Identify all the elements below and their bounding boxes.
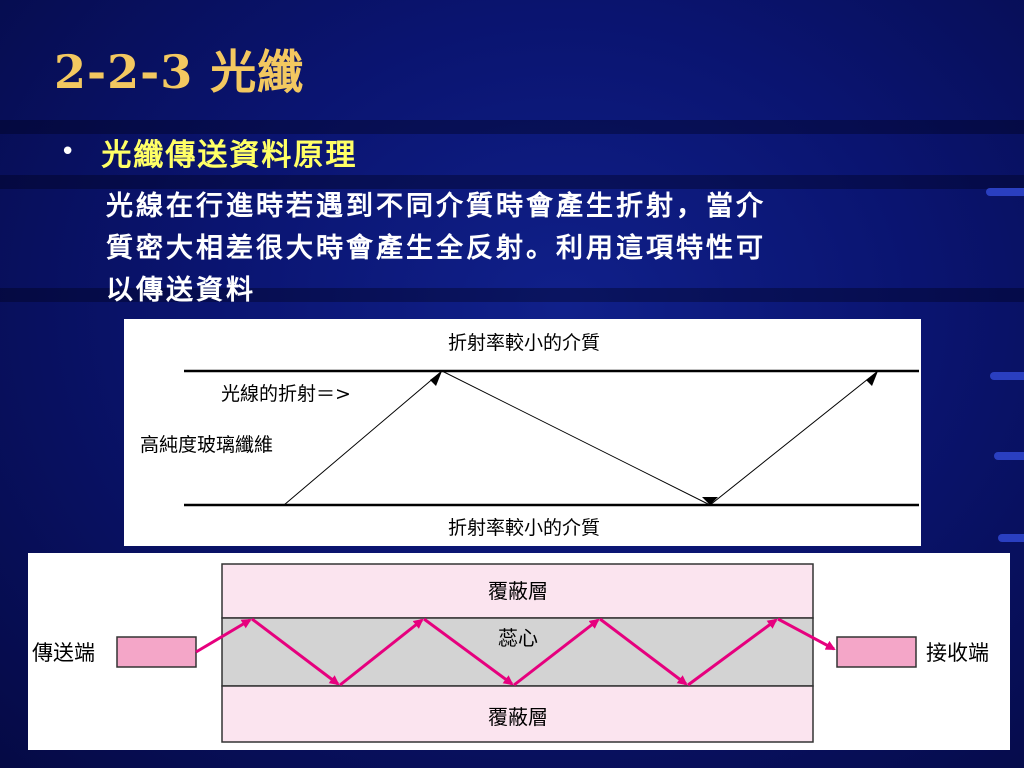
ray-arrowhead-icon <box>430 371 442 386</box>
bottom-medium-label: 折射率較小的介質 <box>448 517 600 539</box>
pink-arrow <box>195 618 252 654</box>
cladding-bottom-label: 覆蔽層 <box>488 705 548 729</box>
body-paragraph: 光線在行進時若遇到不同介質時會產生折射，當介 質密大相差很大時會產生全反射。利用… <box>106 186 926 312</box>
background-stripe <box>994 452 1024 460</box>
ray-arrowhead-icon <box>866 371 878 386</box>
background-stripe <box>998 534 1024 542</box>
fiber-transmission-svg: 覆蔽層 蕊心 覆蔽層 傳送端 接收端 <box>32 563 989 743</box>
cladding-top <box>221 563 814 619</box>
bullet-dot-icon: • <box>60 137 76 167</box>
refraction-diagram-svg: 折射率較小的介質 折射率較小的介質 光線的折射＝> 高純度玻璃纖維 <box>140 332 919 539</box>
pink-arrow <box>251 617 340 686</box>
slide-title: 2-2-3 光纖 <box>54 45 305 99</box>
body-line: 光線在行進時若遇到不同介質時會產生折射，當介 <box>106 191 766 222</box>
sender-box <box>116 636 197 668</box>
bullet-item: • 光纖傳送資料原理 <box>60 130 357 174</box>
ray-label: 光線的折射＝> <box>221 383 351 405</box>
background-band <box>0 175 1024 189</box>
background-band <box>0 120 1024 134</box>
fiber-transmission-diagram: 覆蔽層 蕊心 覆蔽層 傳送端 接收端 <box>28 553 1010 750</box>
bullet-text: 光纖傳送資料原理 <box>101 138 358 173</box>
fiber-label: 高純度玻璃纖維 <box>140 434 273 456</box>
pink-arrow <box>777 617 836 651</box>
receiver-box <box>836 636 917 668</box>
pink-arrow <box>339 618 424 687</box>
background-stripe <box>986 188 1024 196</box>
pink-arrow <box>423 617 514 686</box>
pink-arrow <box>599 617 688 686</box>
background-band <box>0 288 1024 302</box>
cladding-bottom <box>221 685 814 743</box>
body-line: 以傳送資料 <box>106 275 256 306</box>
cladding-top-label: 覆蔽層 <box>488 579 548 603</box>
top-medium-label: 折射率較小的介質 <box>448 332 600 354</box>
light-ray-path <box>283 370 879 506</box>
pink-arrow <box>513 618 600 687</box>
background-stripe <box>990 372 1024 380</box>
light-path-arrows <box>195 617 836 687</box>
refraction-diagram: 折射率較小的介質 折射率較小的介質 光線的折射＝> 高純度玻璃纖維 <box>124 319 921 546</box>
ray-arrowhead-icon <box>702 497 718 505</box>
receiver-label: 接收端 <box>926 641 989 665</box>
sender-label: 傳送端 <box>32 641 95 665</box>
body-line: 質密大相差很大時會產生全反射。利用這項特性可 <box>106 233 766 264</box>
core-label: 蕊心 <box>498 626 538 650</box>
pink-arrow <box>687 618 778 687</box>
